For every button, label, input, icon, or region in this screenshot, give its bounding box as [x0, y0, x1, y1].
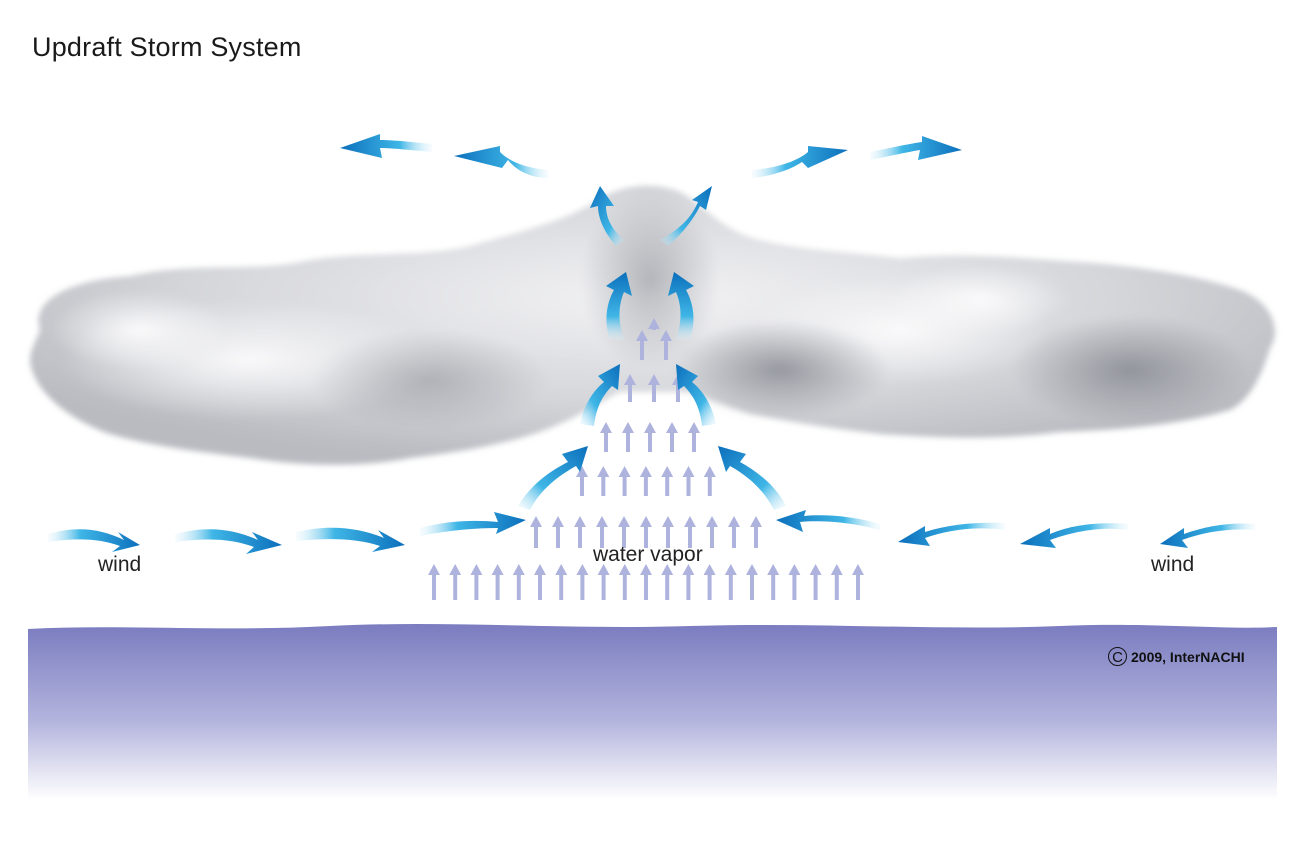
vapor-arrow-head [530, 516, 542, 527]
vapor-arrow-head [624, 374, 636, 385]
wind-arrow-left [898, 522, 1005, 546]
vapor-arrow-head [576, 564, 589, 575]
vapor-arrow-head [449, 564, 462, 575]
water-vapor-arrows [428, 318, 864, 600]
water-vapor-label: water vapor [593, 543, 703, 566]
wind-arrow-left [1160, 523, 1255, 548]
updraft-arrow [676, 364, 716, 426]
vapor-arrow-head [724, 564, 737, 575]
copyright-text: 2009, InterNACHI [1131, 648, 1245, 665]
vapor-arrow-head [597, 564, 610, 575]
vapor-arrow-head [703, 466, 716, 477]
vapor-arrow-head [596, 516, 608, 527]
updraft-arrow [580, 364, 620, 426]
vapor-arrow-head [600, 422, 612, 433]
vapor-arrow-head [788, 564, 801, 575]
vapor-arrow-head [703, 564, 716, 575]
sea-surface [28, 624, 1277, 800]
wind-arrows [48, 134, 1255, 554]
vapor-arrow-head [660, 330, 672, 341]
wind-arrow-right [175, 529, 282, 554]
vapor-arrow-head [644, 422, 656, 433]
vapor-arrow-head [597, 466, 610, 477]
wind-label-right: wind [1151, 553, 1195, 576]
vapor-arrow-head [640, 516, 652, 527]
vapor-arrow-head [622, 422, 634, 433]
vapor-arrow-head [640, 564, 652, 575]
vapor-arrow-head [682, 564, 695, 575]
outflow-arrow-left [340, 134, 432, 158]
vapor-arrow-head [552, 516, 564, 527]
vapor-arrow-head [688, 422, 700, 433]
wind-arrow-right [420, 512, 526, 536]
updraft-arrow [590, 186, 624, 246]
vapor-arrow-head [661, 466, 674, 477]
updraft-arrow [606, 272, 632, 340]
vapor-arrow-head [706, 516, 718, 527]
wind-arrow-right [48, 529, 140, 552]
vapor-arrow-head [576, 466, 588, 477]
vapor-arrow-head [618, 466, 631, 477]
wind-label-left: wind [98, 553, 142, 576]
vapor-arrow-head [852, 564, 864, 575]
vapor-arrow-head [512, 564, 525, 575]
vapor-arrow-head [555, 564, 568, 575]
vapor-arrow-head [666, 422, 678, 433]
vapor-arrow-head [491, 564, 504, 575]
vapor-arrow-head [809, 564, 822, 575]
outflow-arrow-left [454, 146, 548, 178]
outflow-arrow-right [752, 146, 848, 178]
vapor-arrow-head [636, 330, 648, 341]
wind-arrow-left [776, 510, 880, 532]
vapor-arrow-head [830, 564, 843, 575]
vapor-arrow-head [767, 564, 780, 575]
vapor-arrow-head [662, 516, 674, 527]
updraft-arrow [668, 272, 694, 340]
vapor-arrow-head [682, 466, 695, 477]
outflow-arrow-right [870, 136, 962, 160]
page-title: Updraft Storm System [32, 32, 302, 62]
vapor-arrow-head [661, 564, 674, 575]
vapor-arrow-head [470, 564, 483, 575]
vapor-arrow-head [648, 374, 660, 385]
updraft-arrow [718, 446, 786, 510]
vapor-arrow-head [574, 516, 586, 527]
updraft-arrow [518, 446, 588, 510]
vapor-arrow-head [684, 516, 696, 527]
copyright-icon: C [1108, 647, 1127, 666]
vapor-arrow-head [618, 516, 630, 527]
vapor-arrow-head [750, 516, 762, 527]
wind-arrow-right [296, 527, 405, 552]
copyright-notice: C 2009, InterNACHI [1108, 647, 1245, 666]
vapor-arrow-head [728, 516, 740, 527]
wind-arrow-left [1020, 523, 1128, 548]
vapor-arrow-head [534, 564, 546, 575]
vapor-arrow-head [639, 466, 652, 477]
vapor-arrow-head [428, 564, 440, 575]
vapor-arrow-head [648, 318, 660, 329]
updraft-arrow [660, 186, 712, 246]
vapor-arrow-head [618, 564, 631, 575]
vapor-arrow-head [746, 564, 758, 575]
